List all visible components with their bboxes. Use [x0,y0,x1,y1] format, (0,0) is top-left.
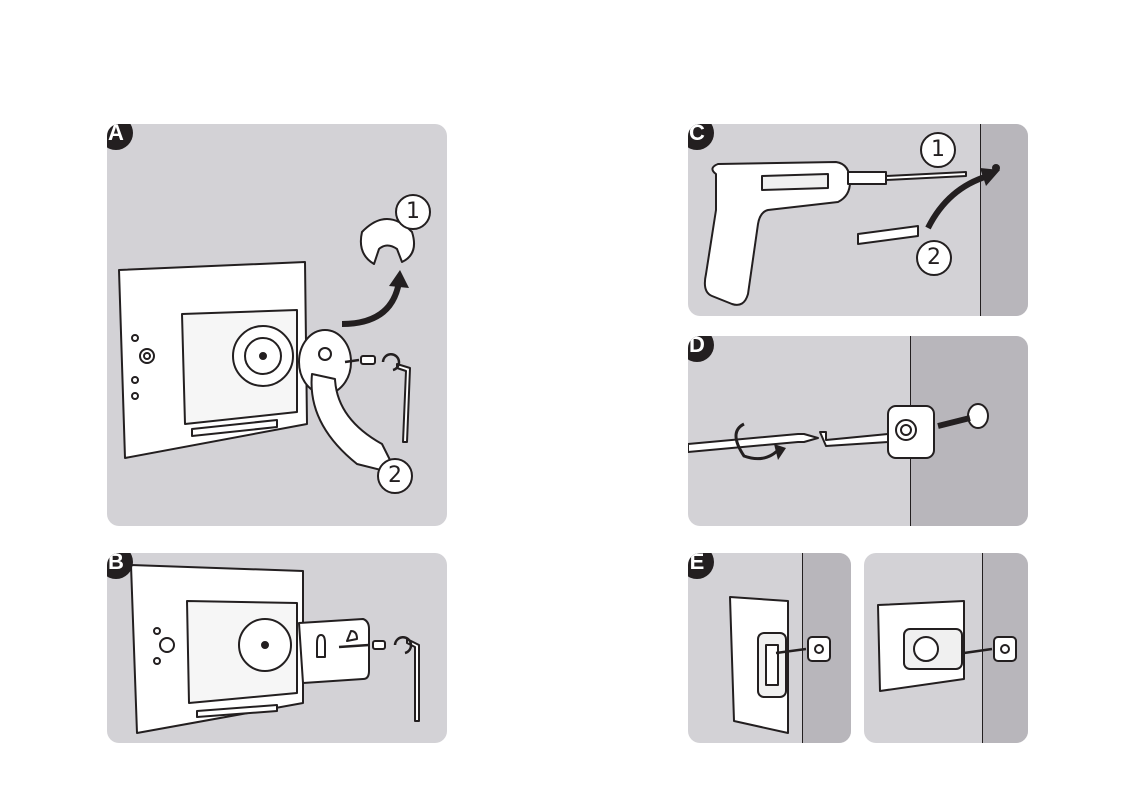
stand-leg [310,373,398,475]
drill-body [703,161,851,306]
step-d-illustration [688,403,989,461]
allen-key [396,363,411,443]
screwdriver [688,433,819,453]
push-arrow [937,415,971,429]
curved-arrow [925,173,989,230]
callout-number: 1 [395,194,431,230]
step-e-panel-2 [864,553,1028,743]
wall-bracket [298,618,370,684]
callout-number: 1 [920,132,956,168]
step-e-panel-1: E [688,553,851,743]
callout-number: 2 [377,458,413,494]
wall [980,124,1028,316]
rotate-arrow [734,422,782,461]
callout-number: 2 [916,240,952,276]
stand-cap [359,218,415,265]
step-c-illustration [703,161,1000,306]
curved-arrow-up [341,281,402,327]
step-c-panel: C 1 2 [688,124,1028,316]
rotate-arrow [381,353,401,372]
wall-plug [857,225,919,245]
allen-key [406,638,420,722]
step-e-illustration-2 [877,600,1017,692]
step-d-panel: D [688,336,1028,526]
screw [819,431,889,447]
step-b-panel: B [107,553,447,743]
step-b-illustration [130,564,420,734]
rotate-arrow [393,636,413,655]
step-e-illustration-1 [729,596,831,734]
step-a-panel: A 1 2 [107,124,447,526]
